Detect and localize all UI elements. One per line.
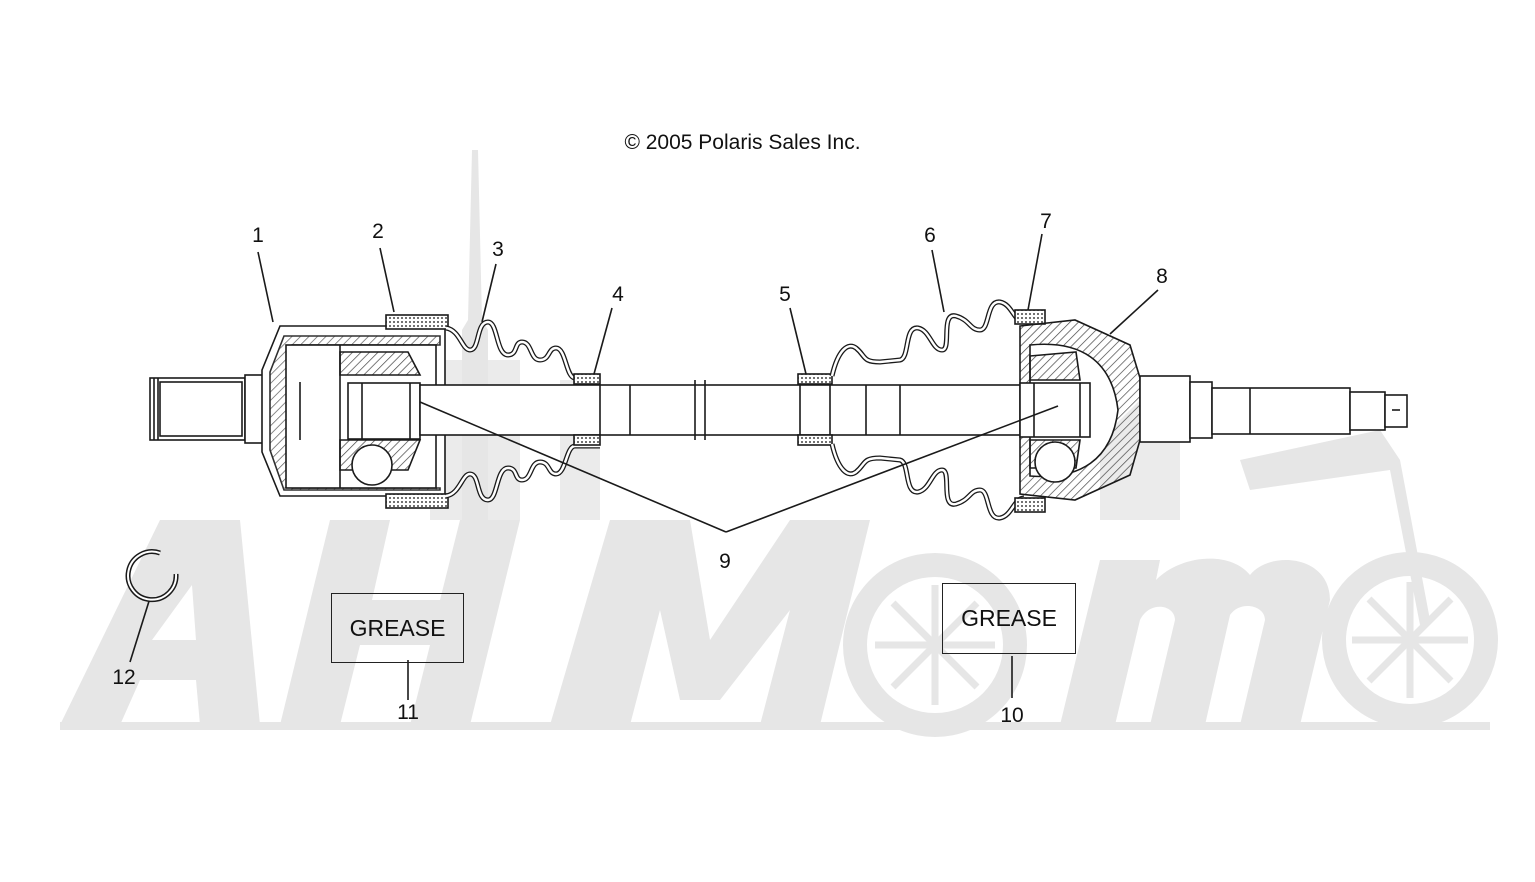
callout-6: 6 xyxy=(924,224,936,247)
grease-box-11: GREASE xyxy=(331,593,464,663)
callout-2: 2 xyxy=(372,220,384,243)
boot-clamp-inner-left xyxy=(385,314,449,509)
boot-clamp-outer-left xyxy=(573,373,601,446)
callout-12: 12 xyxy=(112,666,136,689)
callout-8: 8 xyxy=(1156,265,1168,288)
right-cv-boot-inner xyxy=(830,300,1025,520)
leader-lines xyxy=(129,233,1159,700)
driveshaft-assembly xyxy=(149,299,1408,521)
callout-3: 3 xyxy=(492,238,504,261)
boot-clamp-outer-right xyxy=(1014,309,1046,513)
callout-5: 5 xyxy=(779,283,791,306)
callout-10: 10 xyxy=(1000,704,1024,727)
circlip-part-12 xyxy=(125,549,179,603)
left-bearing-cage xyxy=(339,351,422,486)
fixed-cv-joint-housing xyxy=(1019,319,1141,501)
grease-box-10: GREASE xyxy=(942,583,1076,654)
main-axle-shaft xyxy=(419,380,1031,440)
callout-7: 7 xyxy=(1040,210,1052,233)
left-stub-shaft xyxy=(149,374,264,444)
callout-1: 1 xyxy=(252,224,264,247)
copyright-text: © 2005 Polaris Sales Inc. xyxy=(624,131,861,154)
watermark-spokes xyxy=(875,582,1468,705)
callout-4: 4 xyxy=(612,283,624,306)
right-stub-shaft xyxy=(1139,375,1408,443)
boot-clamp-inner-right xyxy=(797,373,833,446)
callout-9: 9 xyxy=(719,550,731,573)
left-cv-boot-inner xyxy=(445,320,600,502)
callout-11: 11 xyxy=(397,701,419,724)
left-inner-race xyxy=(347,382,421,440)
